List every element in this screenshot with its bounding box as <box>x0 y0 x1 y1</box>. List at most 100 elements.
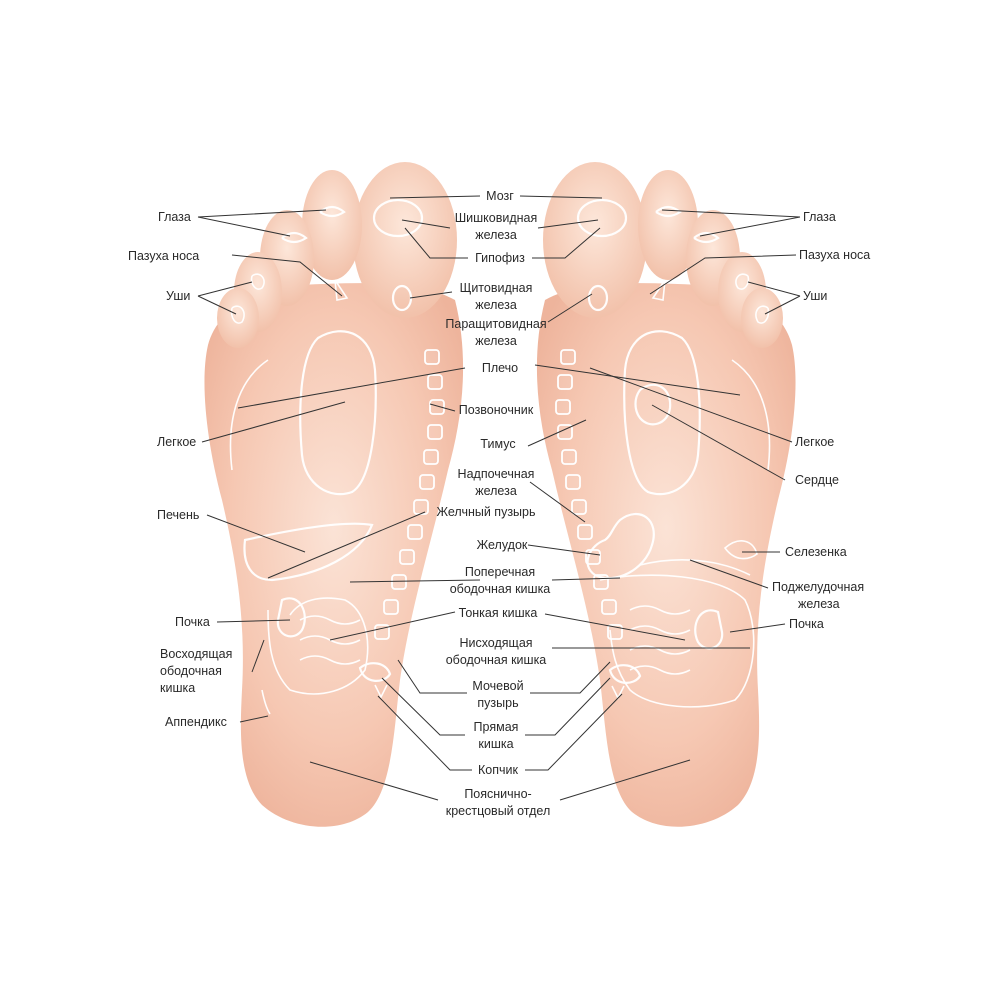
leader-line <box>267 511 426 579</box>
left-colon-zone <box>267 597 369 695</box>
right-eye-zone-1 <box>655 205 682 218</box>
left-spine-zone <box>374 349 445 640</box>
label-pineal-2: железа <box>475 228 517 242</box>
label-thyroid-2: железа <box>475 298 517 312</box>
left-appendix-zone <box>261 689 271 715</box>
label-lung-right: Легкое <box>795 435 834 449</box>
right-vertebra <box>555 399 571 415</box>
left-vertebra <box>391 574 407 590</box>
label-pituitary: Гипофиз <box>475 251 525 265</box>
labels: Мозг Шишковидная железа Гипофиз Щитовидн… <box>128 189 870 818</box>
label-descending-1: Нисходящая <box>459 636 532 650</box>
label-small-intestine: Тонкая кишка <box>459 606 538 620</box>
leader-line <box>381 677 465 736</box>
right-brain-zone <box>576 198 628 238</box>
leader-line <box>231 254 343 297</box>
leader-line <box>329 611 456 641</box>
label-ascending-3: кишка <box>160 681 195 695</box>
label-parathyroid-2: железа <box>475 334 517 348</box>
label-spleen: Селезенка <box>785 545 847 559</box>
leader-line <box>519 195 603 199</box>
left-shoulder-zone <box>229 359 269 471</box>
leader-line <box>527 544 601 556</box>
left-big-toe <box>353 162 457 318</box>
right-spleen-zone <box>723 540 758 560</box>
right-shoulder-zone <box>731 359 771 471</box>
leader-lines <box>197 195 801 801</box>
right-vertebra <box>557 374 573 390</box>
label-adrenal-1: Надпочечная <box>458 467 535 481</box>
left-vertebra <box>383 599 399 615</box>
leader-line <box>216 619 291 623</box>
label-kidney-left: Почка <box>175 615 210 629</box>
label-sinus-left: Пазуха носа <box>128 249 199 263</box>
label-gallbladder: Желчный пузырь <box>437 505 536 519</box>
right-small-intestine-zone <box>629 605 691 675</box>
label-ascending-2: ободочная <box>160 664 222 678</box>
leader-line <box>537 219 599 229</box>
right-heart-zone <box>634 383 672 426</box>
leader-line <box>544 613 686 641</box>
label-rectum-2: кишка <box>478 737 513 751</box>
leader-line <box>527 419 587 447</box>
left-vertebra <box>413 499 429 515</box>
left-toe-5 <box>217 288 259 348</box>
leader-line <box>429 403 456 412</box>
leader-line <box>532 227 601 259</box>
right-spine-zone <box>555 349 623 640</box>
label-bladder-1: Мочевой <box>472 679 523 693</box>
leader-line <box>404 227 468 259</box>
leader-line <box>747 281 801 315</box>
right-vertebra <box>607 624 623 640</box>
left-vertebra <box>407 524 423 540</box>
leader-line <box>529 481 586 523</box>
left-ear-zone-1 <box>250 273 265 290</box>
label-ears-left: Уши <box>166 289 190 303</box>
left-kidney-zone <box>276 597 306 638</box>
right-colon-zone <box>599 574 755 708</box>
right-vertebra <box>561 449 577 465</box>
right-sinus-zone <box>651 279 666 301</box>
right-bladder-zone <box>608 664 642 684</box>
right-foot-sole <box>536 283 796 827</box>
label-ascending-1: Восходящая <box>160 647 232 661</box>
left-bladder-zone <box>358 662 392 682</box>
leader-line <box>651 404 786 481</box>
left-vertebra <box>427 374 443 390</box>
right-thyroid-zone <box>587 284 609 312</box>
label-eyes-right: Глаза <box>803 210 836 224</box>
label-brain: Мозг <box>486 189 514 203</box>
left-vertebra <box>424 349 440 365</box>
left-vertebra <box>427 424 443 440</box>
leader-line <box>525 677 611 736</box>
label-lumbosacral-2: крестцовый отдел <box>446 804 551 818</box>
left-coccyx-zone <box>374 684 388 699</box>
label-pancreas-2: железа <box>798 597 840 611</box>
label-ears-right: Уши <box>803 289 827 303</box>
right-big-toe <box>543 162 647 318</box>
label-thymus: Тимус <box>480 437 515 451</box>
label-transverse-1: Поперечная <box>465 565 535 579</box>
label-adrenal-2: железа <box>475 484 517 498</box>
leader-line <box>409 291 453 299</box>
left-liver-zone <box>243 522 374 582</box>
label-thyroid-1: Щитовидная <box>460 281 533 295</box>
left-toe-2 <box>302 170 362 280</box>
leader-line <box>534 364 741 396</box>
right-lung-zone <box>623 330 701 496</box>
label-transverse-2: ободочная кишка <box>450 582 551 596</box>
leader-line <box>197 209 327 237</box>
left-foot-sole <box>204 283 464 827</box>
right-vertebra <box>593 574 609 590</box>
right-toe-5 <box>741 288 783 348</box>
label-eyes-left: Глаза <box>158 210 191 224</box>
label-kidney-right: Почка <box>789 617 824 631</box>
right-ear-zone-1 <box>735 273 750 290</box>
right-eye-zone-2 <box>693 231 720 244</box>
leader-line <box>530 661 611 694</box>
leader-line <box>649 254 797 295</box>
leader-line <box>397 659 467 694</box>
right-foot <box>536 162 796 827</box>
label-parathyroid-1: Паращитовидная <box>445 317 546 331</box>
right-vertebra <box>571 499 587 515</box>
